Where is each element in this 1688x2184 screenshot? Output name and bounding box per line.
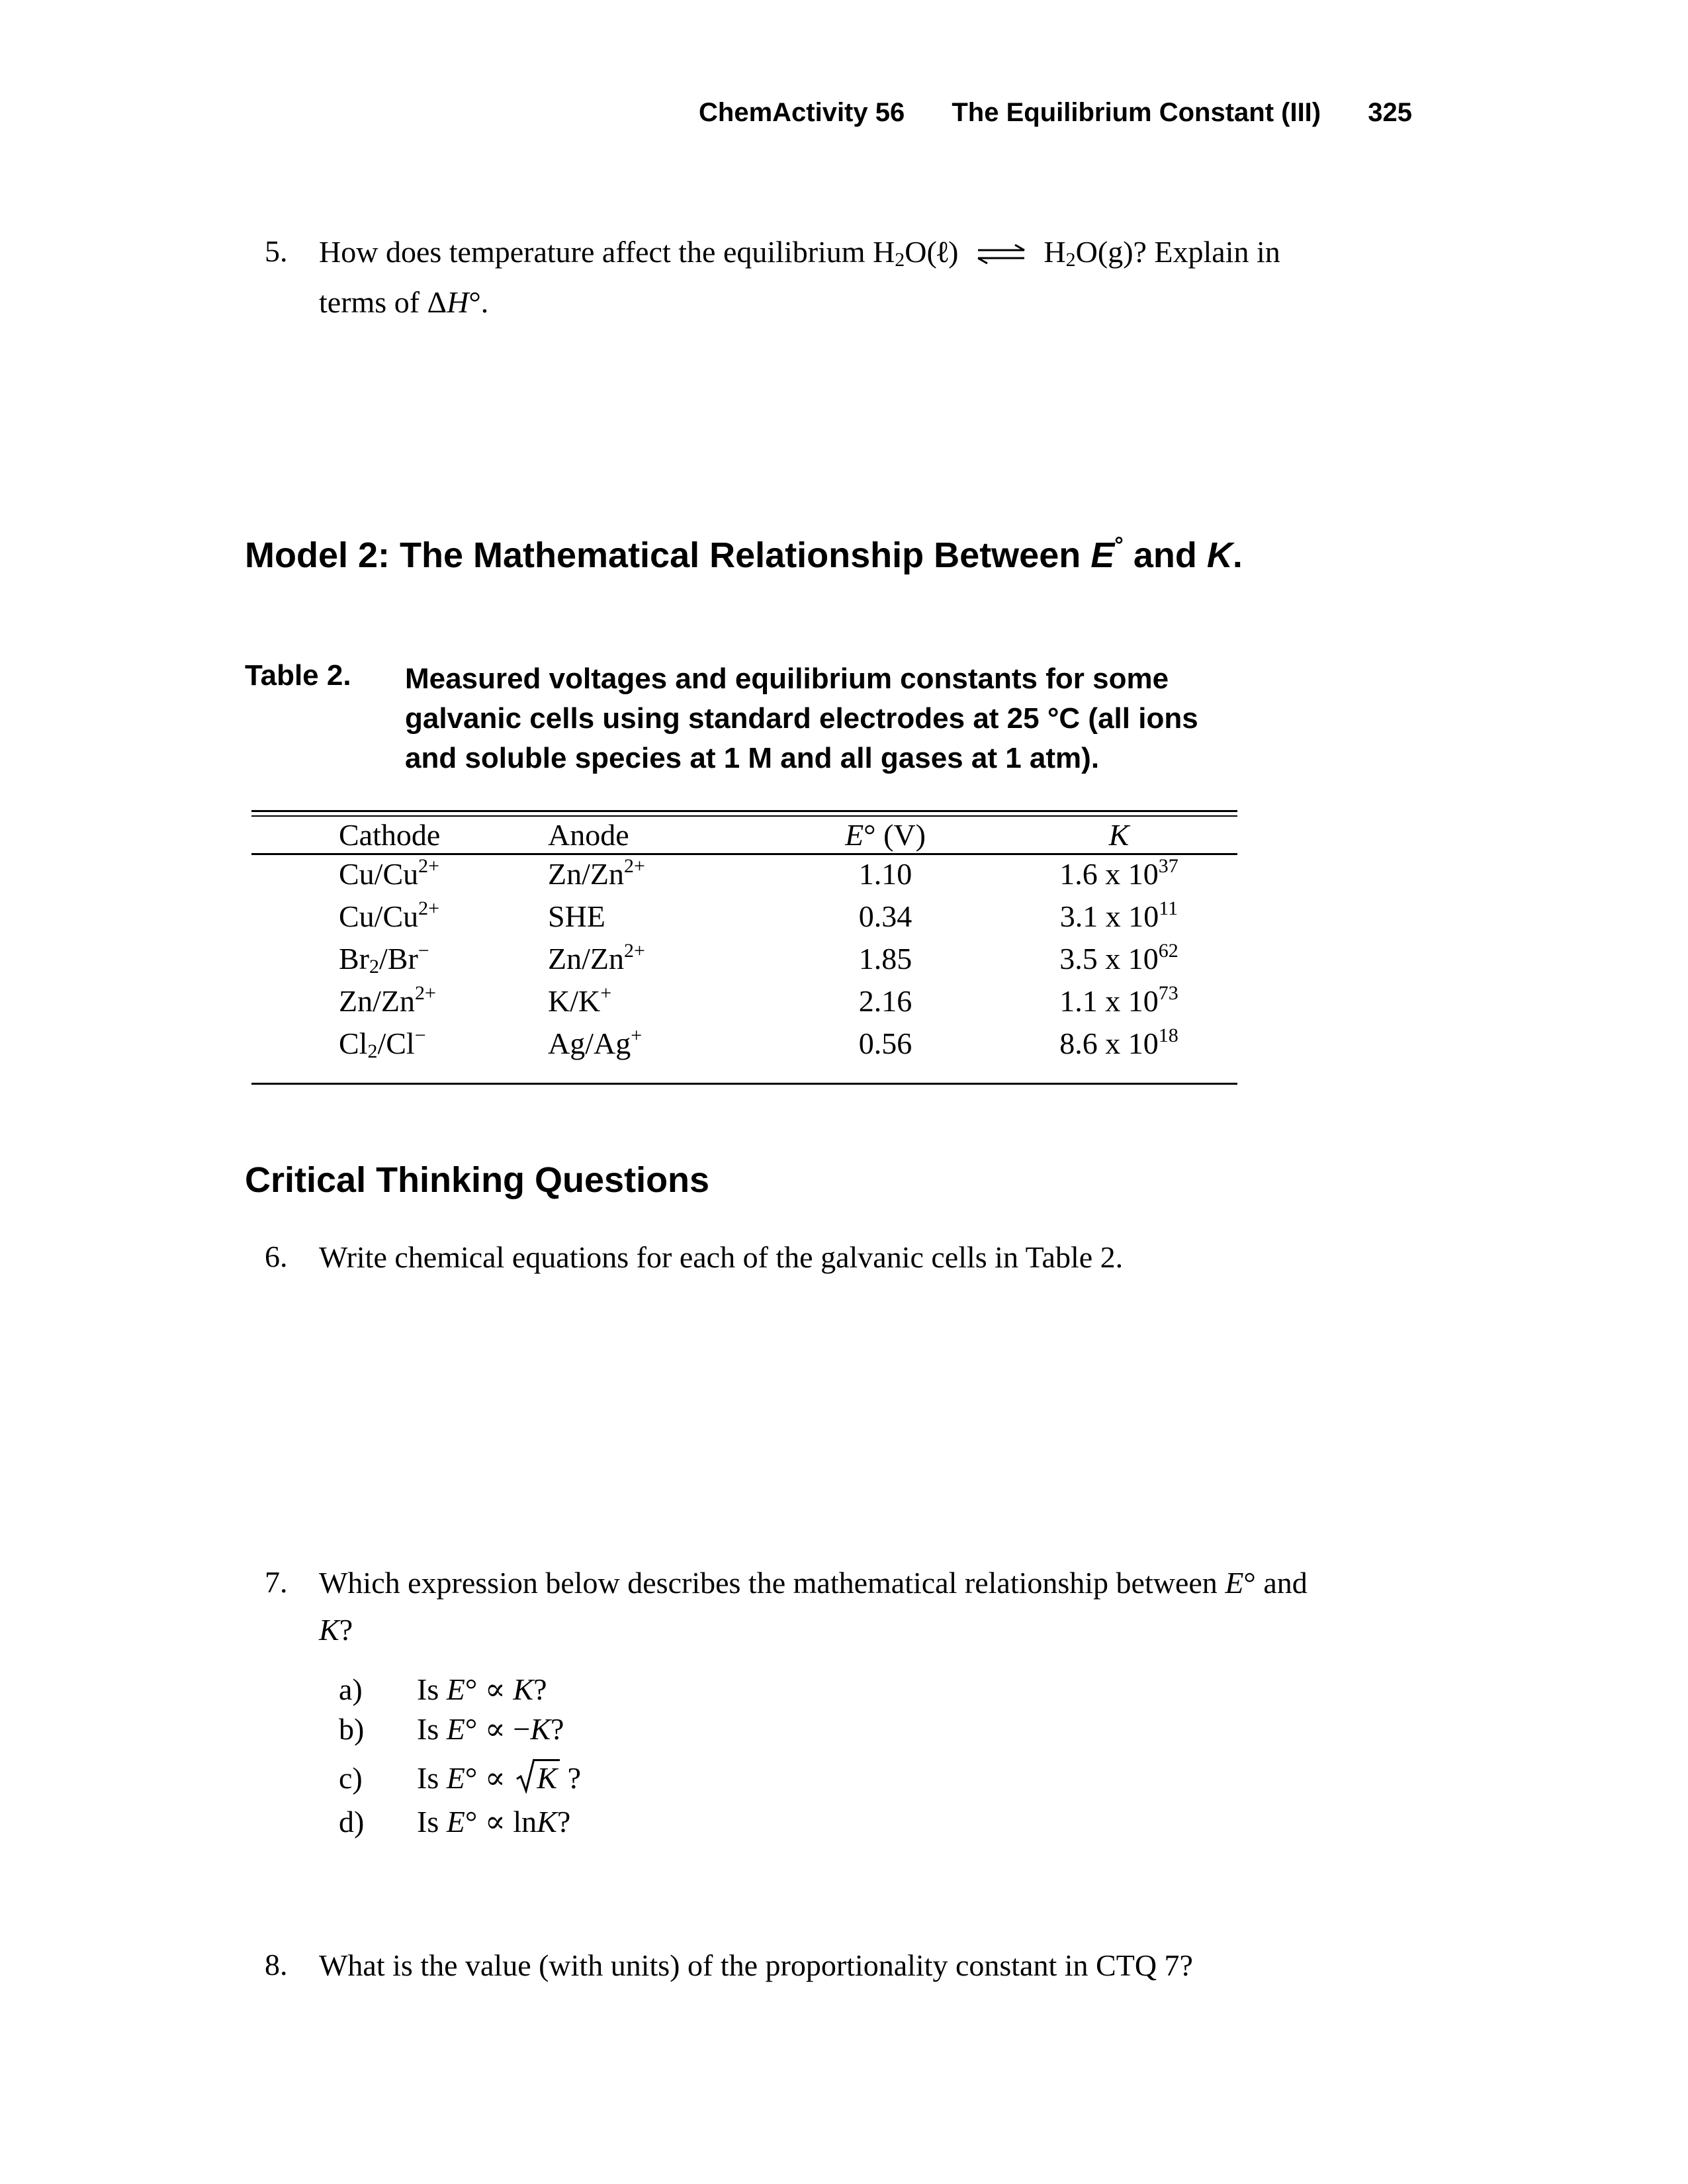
cathode-cell: Cu/Cu2+: [339, 854, 440, 891]
option-b: b) Is E° ∝ −K?: [339, 1711, 564, 1747]
question-6-number: 6.: [265, 1240, 288, 1273]
anode-cell: SHE: [548, 899, 605, 933]
activity-title: The Equilibrium Constant (III): [952, 98, 1321, 127]
header-k: K: [1108, 818, 1130, 852]
e-cell: 1.10: [858, 856, 912, 891]
question-8-text: What is the value (with units) of the pr…: [319, 1948, 1193, 1982]
anode-cell: K/K+: [548, 981, 612, 1018]
table-caption-text: Measured voltages and equilibrium consta…: [405, 662, 1198, 774]
table-header-rule: [251, 853, 1237, 855]
cathode-cell: Cu/Cu2+: [339, 897, 440, 933]
question-5-text: How does temperature affect the equilibr…: [319, 228, 1417, 326]
option-d: d) Is E° ∝ lnK?: [339, 1804, 571, 1839]
page-number: 325: [1368, 98, 1412, 127]
anode-cell: Zn/Zn2+: [548, 939, 645, 976]
table-row: Zn/Zn2+ K/K+ 2.16 1.1 x 1073: [251, 979, 1237, 1022]
table-row: Cu/Cu2+ Zn/Zn2+ 1.10 1.6 x 1037: [251, 852, 1237, 895]
activity-label: ChemActivity 56: [699, 98, 905, 127]
model-heading: Model 2: The Mathematical Relationship B…: [245, 533, 1243, 575]
k-cell: 3.5 x 1062: [1059, 939, 1178, 976]
k-cell: 1.1 x 1073: [1059, 981, 1178, 1018]
table-header-row: Cathode Anode E° (V) K: [251, 817, 1237, 852]
e-cell: 1.85: [858, 941, 912, 976]
option-a: a) Is E° ∝ K?: [339, 1672, 547, 1707]
question-7-number: 7.: [265, 1565, 288, 1599]
question-6-text: Write chemical equations for each of the…: [319, 1240, 1124, 1274]
k-cell: 3.1 x 1011: [1059, 897, 1178, 933]
table-row: Cu/Cu2+ SHE 0.34 3.1 x 1011: [251, 895, 1237, 937]
header-cathode: Cathode: [339, 818, 441, 852]
table-top-rule-2: [251, 815, 1237, 817]
header-anode: Anode: [548, 818, 629, 852]
table-top-rule: [251, 810, 1237, 812]
ctq-heading: Critical Thinking Questions: [245, 1160, 710, 1200]
table-caption-label: Table 2.: [245, 659, 351, 692]
e-cell: 0.56: [858, 1026, 912, 1060]
cathode-cell: Zn/Zn2+: [339, 981, 436, 1018]
option-c: c) Is E° ∝ K ?: [339, 1754, 581, 1801]
question-7-options: a) Is E° ∝ K? b) Is E° ∝ −K? c) Is E° ∝ …: [339, 1669, 581, 1841]
k-cell: 8.6 x 1018: [1059, 1024, 1178, 1060]
square-root-icon: K: [515, 1758, 560, 1796]
cathode-cell: Br2/Br−: [339, 939, 429, 978]
header-e: E° (V): [845, 818, 926, 852]
equilibrium-arrow-icon: [975, 232, 1027, 279]
cathode-cell: Cl2/Cl−: [339, 1024, 426, 1062]
data-table: Cathode Anode E° (V) K Cu/Cu2+ Zn/Zn2+ 1…: [251, 817, 1237, 1064]
anode-cell: Ag/Ag+: [548, 1024, 643, 1060]
question-7-text: Which expression below describes the mat…: [319, 1566, 1308, 1647]
k-cell: 1.6 x 1037: [1059, 854, 1178, 891]
table-bottom-rule: [251, 1083, 1237, 1085]
e-cell: 0.34: [858, 899, 912, 933]
e-cell: 2.16: [858, 983, 912, 1018]
table-row: Br2/Br− Zn/Zn2+ 1.85 3.5 x 1062: [251, 937, 1237, 979]
table-row: Cl2/Cl− Ag/Ag+ 0.56 8.6 x 1018: [251, 1022, 1237, 1064]
running-head: ChemActivity 56 The Equilibrium Constant…: [699, 98, 1412, 128]
question-5-number: 5.: [265, 234, 288, 268]
question-8-number: 8.: [265, 1948, 288, 1981]
anode-cell: Zn/Zn2+: [548, 854, 645, 891]
